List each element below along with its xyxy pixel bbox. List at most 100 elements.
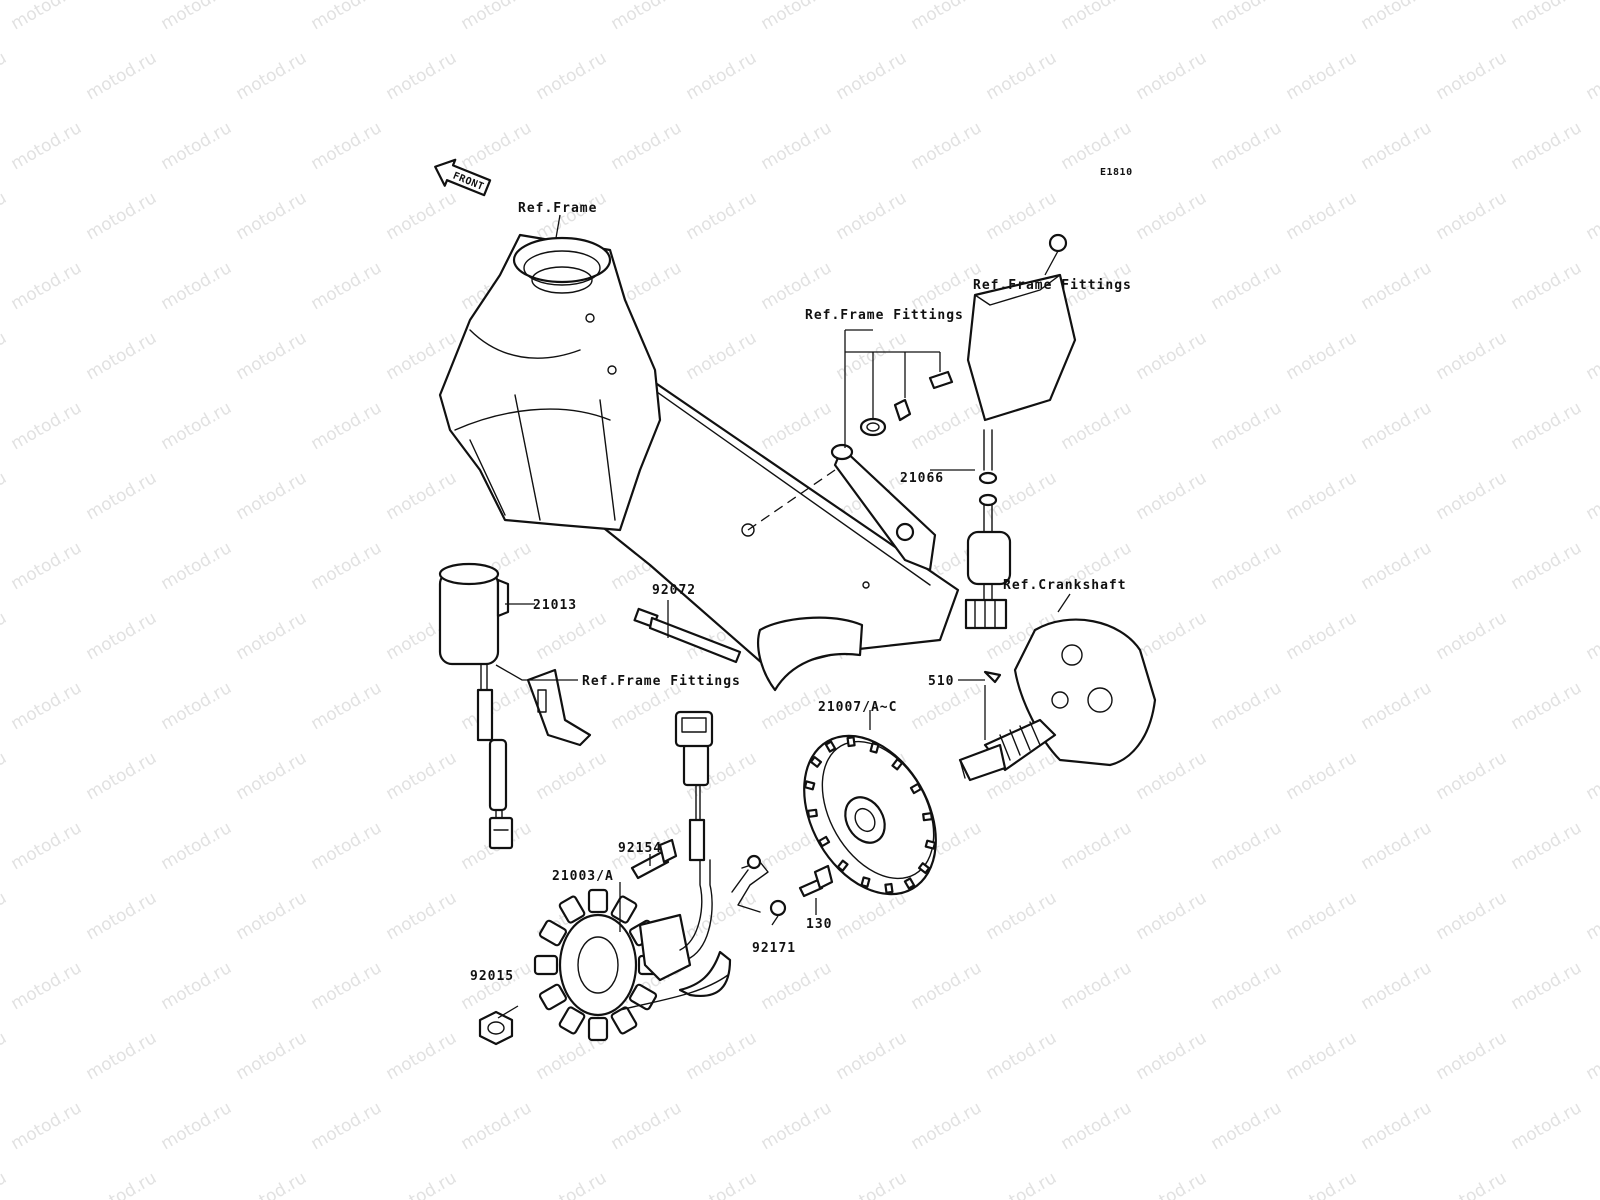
stator-coil bbox=[587, 888, 609, 914]
watermark-text: motod.ru bbox=[908, 1098, 986, 1154]
bolt bbox=[928, 370, 954, 390]
stator-coil bbox=[610, 895, 638, 924]
watermark-text: motod.ru bbox=[1058, 818, 1136, 874]
watermark-text: motod.ru bbox=[1583, 468, 1600, 524]
stator-coil bbox=[533, 954, 559, 976]
watermark-text: motod.ru bbox=[1208, 678, 1286, 734]
watermark-text: motod.ru bbox=[158, 678, 236, 734]
rotor-slot bbox=[824, 740, 837, 753]
rotor-slots bbox=[803, 736, 937, 894]
stator-coil bbox=[558, 895, 586, 924]
label-ref-frame-fittings-mid: Ref.Frame Fittings bbox=[805, 308, 964, 323]
stator-coil bbox=[538, 919, 567, 947]
stator-coil bbox=[538, 983, 567, 1011]
watermark-text: motod.ru bbox=[233, 888, 311, 944]
watermark-text: motod.ru bbox=[908, 398, 986, 454]
watermark-text: motod.ru bbox=[533, 48, 611, 104]
rotor-slot bbox=[884, 882, 894, 894]
label-130: 130 bbox=[806, 917, 832, 932]
watermark-text: motod.ru bbox=[158, 1098, 236, 1154]
label-92015: 92015 bbox=[470, 969, 514, 984]
label-ref-frame-fittings-top: Ref.Frame Fittings bbox=[973, 278, 1132, 293]
nut bbox=[1048, 233, 1068, 253]
front-arrow-icon: FRONT bbox=[434, 158, 492, 197]
watermark-text: motod.ru bbox=[233, 1168, 311, 1200]
watermark-text: motod.ru bbox=[383, 48, 461, 104]
watermark-text: motod.ru bbox=[983, 888, 1061, 944]
watermark-text: motod.ru bbox=[1583, 888, 1600, 944]
rotor-slot bbox=[846, 736, 856, 748]
watermark-text: motod.ru bbox=[308, 398, 386, 454]
watermark-text: motod.ru bbox=[83, 188, 161, 244]
watermark-text: motod.ru bbox=[1583, 1028, 1600, 1084]
watermark-text: motod.ru bbox=[1433, 468, 1511, 524]
watermark-text: motod.ru bbox=[0, 468, 10, 524]
watermark-text: motod.ru bbox=[758, 398, 836, 454]
watermark-text: motod.ru bbox=[1358, 958, 1436, 1014]
watermark-text: motod.ru bbox=[8, 1098, 86, 1154]
key-510 bbox=[983, 670, 1002, 684]
watermark-text: motod.ru bbox=[1058, 118, 1136, 174]
watermark-text: motod.ru bbox=[1283, 188, 1361, 244]
watermark-text: motod.ru bbox=[158, 258, 236, 314]
watermark-text: motod.ru bbox=[383, 1028, 461, 1084]
watermark-text: motod.ru bbox=[683, 328, 761, 384]
watermark-text: motod.ru bbox=[308, 678, 386, 734]
bolt-130 bbox=[798, 864, 834, 898]
watermark-text: motod.ru bbox=[1208, 818, 1286, 874]
watermark-text: motod.ru bbox=[1358, 118, 1436, 174]
watermark-text: motod.ru bbox=[0, 1168, 10, 1200]
cable-tie-92072 bbox=[633, 607, 742, 664]
watermark-text: motod.ru bbox=[908, 0, 986, 34]
watermark-text: motod.ru bbox=[1583, 608, 1600, 664]
watermark-text: motod.ru bbox=[0, 188, 10, 244]
watermark-text: motod.ru bbox=[533, 748, 611, 804]
watermark-text: motod.ru bbox=[1508, 118, 1586, 174]
watermark-text: motod.ru bbox=[983, 48, 1061, 104]
watermark-text: motod.ru bbox=[1208, 958, 1286, 1014]
watermark-text: motod.ru bbox=[83, 608, 161, 664]
collar bbox=[893, 398, 912, 422]
rotor-slot bbox=[922, 812, 933, 822]
watermark-text: motod.ru bbox=[1508, 398, 1586, 454]
watermark-text: motod.ru bbox=[1508, 538, 1586, 594]
watermark-text: motod.ru bbox=[533, 188, 611, 244]
component-21013 bbox=[438, 562, 514, 850]
watermark-text: motod.ru bbox=[1358, 258, 1436, 314]
watermark-text: motod.ru bbox=[233, 608, 311, 664]
watermark-text: motod.ru bbox=[833, 1168, 911, 1200]
watermark-text: motod.ru bbox=[0, 48, 10, 104]
watermark-text: motod.ru bbox=[608, 118, 686, 174]
label-21066: 21066 bbox=[900, 471, 944, 486]
leader-lines bbox=[495, 214, 1071, 1019]
watermark-text: motod.ru bbox=[1133, 1168, 1211, 1200]
label-21007: 21007/A~C bbox=[818, 700, 897, 715]
watermark-text: motod.ru bbox=[158, 958, 236, 1014]
watermark-text: motod.ru bbox=[83, 748, 161, 804]
watermark-text: motod.ru bbox=[683, 1028, 761, 1084]
watermark-text: motod.ru bbox=[1433, 1028, 1511, 1084]
watermark-text: motod.ru bbox=[983, 1168, 1061, 1200]
stator-21003 bbox=[533, 710, 732, 1042]
grommet bbox=[859, 417, 887, 437]
watermark-text: motod.ru bbox=[983, 1028, 1061, 1084]
label-92171: 92171 bbox=[752, 941, 796, 956]
watermark-text: motod.ru bbox=[308, 258, 386, 314]
watermark-text: motod.ru bbox=[383, 888, 461, 944]
watermark-text: motod.ru bbox=[758, 958, 836, 1014]
watermark-text: motod.ru bbox=[8, 118, 86, 174]
label-21003: 21003/A bbox=[552, 869, 614, 884]
label-ref-frame-fittings-low: Ref.Frame Fittings bbox=[582, 674, 741, 689]
watermark-text: motod.ru bbox=[308, 1098, 386, 1154]
watermark-text: motod.ru bbox=[458, 118, 536, 174]
watermark-text: motod.ru bbox=[608, 1098, 686, 1154]
watermark-text: motod.ru bbox=[233, 48, 311, 104]
watermark-text: motod.ru bbox=[1508, 1098, 1586, 1154]
watermark-text: motod.ru bbox=[1208, 118, 1286, 174]
watermark-text: motod.ru bbox=[1133, 328, 1211, 384]
watermark-text: motod.ru bbox=[0, 888, 10, 944]
label-21013: 21013 bbox=[533, 598, 577, 613]
watermark-text: motod.ru bbox=[1208, 538, 1286, 594]
watermark-text: motod.ru bbox=[8, 0, 86, 34]
